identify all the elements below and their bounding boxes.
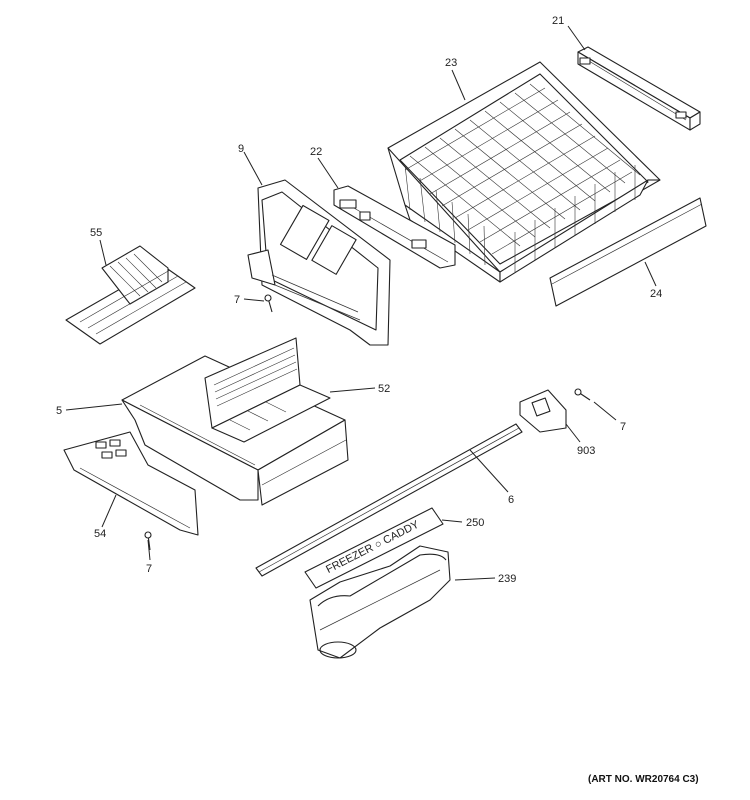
leader-52 bbox=[329, 387, 376, 393]
part-239-caddy-bin bbox=[309, 545, 451, 659]
part-7-screw-right bbox=[574, 388, 591, 401]
callout-7a: 7 bbox=[234, 294, 240, 306]
leader-55 bbox=[99, 239, 107, 266]
part-24-trim-panel bbox=[549, 197, 707, 307]
callout-7b: 7 bbox=[620, 421, 626, 433]
callout-9: 9 bbox=[238, 143, 244, 155]
leader-7c bbox=[147, 539, 151, 561]
leader-21 bbox=[567, 25, 586, 51]
callout-5: 5 bbox=[56, 405, 62, 417]
leader-9 bbox=[243, 151, 263, 186]
leader-22 bbox=[317, 157, 339, 189]
part-55-grille bbox=[65, 245, 196, 345]
leader-54 bbox=[101, 494, 117, 528]
callout-23: 23 bbox=[445, 57, 457, 69]
callout-21: 21 bbox=[552, 15, 564, 27]
part-54-side-bracket bbox=[63, 431, 199, 536]
callout-6: 6 bbox=[508, 494, 514, 506]
callout-239: 239 bbox=[498, 573, 516, 585]
leader-23 bbox=[451, 69, 466, 101]
part-9-bracket bbox=[247, 179, 391, 346]
leader-903 bbox=[565, 423, 581, 443]
leader-24 bbox=[644, 261, 657, 287]
callout-903: 903 bbox=[577, 445, 595, 457]
callout-55: 55 bbox=[90, 227, 102, 239]
leader-7a bbox=[243, 298, 265, 302]
part-903-end-cap bbox=[519, 389, 567, 433]
part-6-rod bbox=[255, 423, 523, 577]
callout-24: 24 bbox=[650, 288, 662, 300]
leader-6 bbox=[469, 449, 509, 493]
part-23-wire-basket bbox=[387, 61, 661, 283]
callout-22: 22 bbox=[310, 146, 322, 158]
leader-5 bbox=[65, 403, 123, 411]
callout-54: 54 bbox=[94, 528, 106, 540]
callout-7c: 7 bbox=[146, 563, 152, 575]
part-52-divider bbox=[204, 337, 331, 443]
part-22-drawer-slide bbox=[333, 185, 456, 269]
art-number: (ART NO. WR20764 C3) bbox=[588, 774, 699, 785]
leader-239 bbox=[454, 577, 496, 581]
part-7-screw-upper bbox=[264, 294, 273, 313]
part-7-screw-lower bbox=[144, 531, 152, 551]
callout-52: 52 bbox=[378, 383, 390, 395]
callout-250: 250 bbox=[466, 517, 484, 529]
leader-7b bbox=[593, 401, 617, 421]
leader-250 bbox=[441, 519, 463, 523]
